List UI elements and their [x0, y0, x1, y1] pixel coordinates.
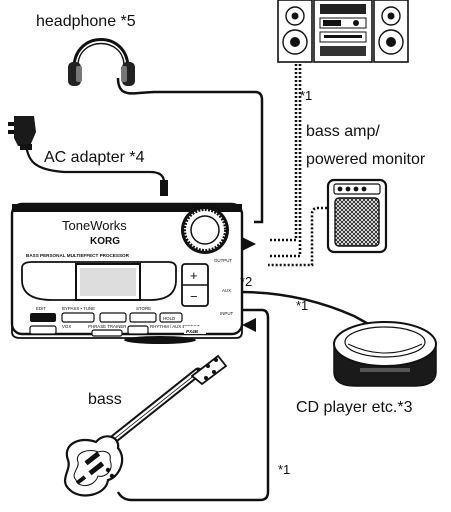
bass-amp-icon [326, 178, 388, 254]
hold-button[interactable] [159, 312, 183, 323]
toneworks-device: ToneWorks KORG BASS PERSONAL MULTIEFFECT… [10, 202, 244, 344]
bypass-tune-label: BYPASS • TUNE [62, 306, 95, 311]
headphone-icon [68, 38, 135, 86]
output-jack-label: OUTPUT [214, 258, 232, 263]
model-badge: PX4B [186, 329, 199, 334]
output-note: *2 [240, 274, 252, 289]
vox-button[interactable] [29, 325, 57, 335]
hold-label: HOLD [163, 316, 175, 321]
cd-player-label: CD player etc.*3 [296, 399, 413, 416]
down-button-label: − [190, 289, 198, 304]
bass-amp-label-1: bass amp/ [306, 123, 380, 140]
input-arrow-icon [242, 318, 256, 332]
rhythm-aux-label: RHYTHM / AUX EFFECT [150, 324, 200, 329]
store-label: STORE [136, 306, 151, 311]
input-jack-label: INPUT [220, 311, 233, 316]
stereo-system [277, 0, 409, 63]
phrase-trainer-label: PHRASE TRAINER [88, 324, 126, 329]
bass-note: *1 [278, 462, 290, 477]
ac-adapter-icon [8, 116, 36, 150]
phrase-trainer-button[interactable] [91, 329, 123, 337]
vox-label: VOX [62, 324, 71, 329]
headphone-label: headphone *5 [36, 13, 136, 30]
edit-label: EDIT [36, 306, 46, 311]
brand-script: ToneWorks [62, 218, 127, 233]
bass-guitar-icon [64, 354, 228, 497]
ac-adapter-cable [24, 139, 166, 195]
aux-jack-label: AUX [222, 288, 231, 293]
brand-logo: KORG [90, 236, 120, 247]
ac-plug [160, 180, 168, 196]
stereo-cable [268, 64, 298, 242]
bass-amp-label-2: powered monitor [306, 151, 426, 168]
bypass-tune-button[interactable] [61, 312, 95, 323]
rhythm-aux-button[interactable] [127, 325, 149, 335]
output-arrow-icon [242, 237, 256, 251]
store-button[interactable] [129, 312, 157, 323]
bass-cable [116, 308, 270, 502]
edit-button[interactable] [30, 313, 56, 322]
aux-cable [239, 290, 373, 328]
stereo-note: *1 [300, 88, 312, 103]
aux-note: *1 [296, 298, 308, 313]
down-value-button[interactable] [99, 312, 127, 323]
stereo-cable-pair [268, 64, 302, 258]
up-button-label: + [190, 268, 198, 283]
device-subtitle: BASS PERSONAL MULTIEFFECT PROCESSOR [26, 253, 130, 258]
bass-label: bass [88, 391, 122, 408]
amp-cable [268, 206, 327, 267]
cd-player-icon [333, 321, 437, 387]
headphone-cable [116, 77, 264, 224]
ac-adapter-label: AC adapter *4 [44, 149, 145, 166]
